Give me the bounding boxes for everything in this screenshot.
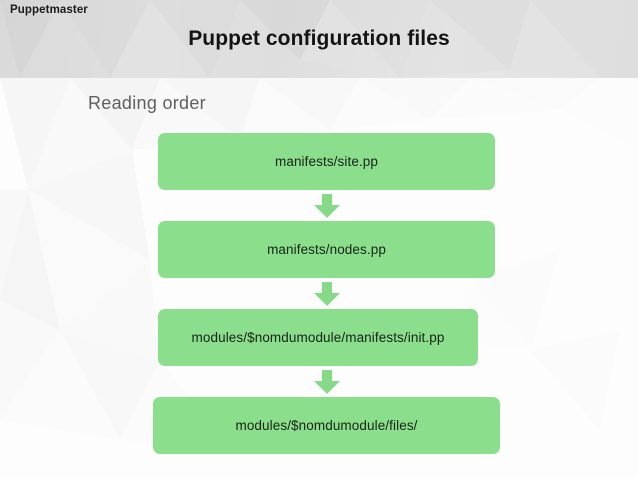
flow-node-2[interactable]: manifests/nodes.pp — [158, 221, 495, 278]
arrow-down-icon — [314, 282, 340, 306]
brand-label: Puppetmaster — [10, 4, 88, 16]
arrow-down-icon — [314, 194, 340, 218]
flow-node-1-label: manifests/site.pp — [275, 154, 378, 169]
slide-header-band: Puppetmaster Puppet configuration files — [0, 0, 638, 78]
flow-node-4-label: modules/$nomdumodule/files/ — [235, 418, 418, 433]
flow-node-1[interactable]: manifests/site.pp — [158, 133, 495, 190]
section-subtitle: Reading order — [88, 93, 206, 113]
page-title: Puppet configuration files — [188, 27, 450, 50]
flow-node-3[interactable]: modules/$nomdumodule/manifests/init.pp — [158, 309, 478, 366]
header-polygon-texture — [0, 0, 638, 78]
flow-node-4[interactable]: modules/$nomdumodule/files/ — [153, 397, 500, 454]
flow-node-3-label: modules/$nomdumodule/manifests/init.pp — [191, 330, 445, 345]
arrow-down-icon — [314, 370, 340, 394]
flow-node-2-label: manifests/nodes.pp — [267, 242, 386, 257]
